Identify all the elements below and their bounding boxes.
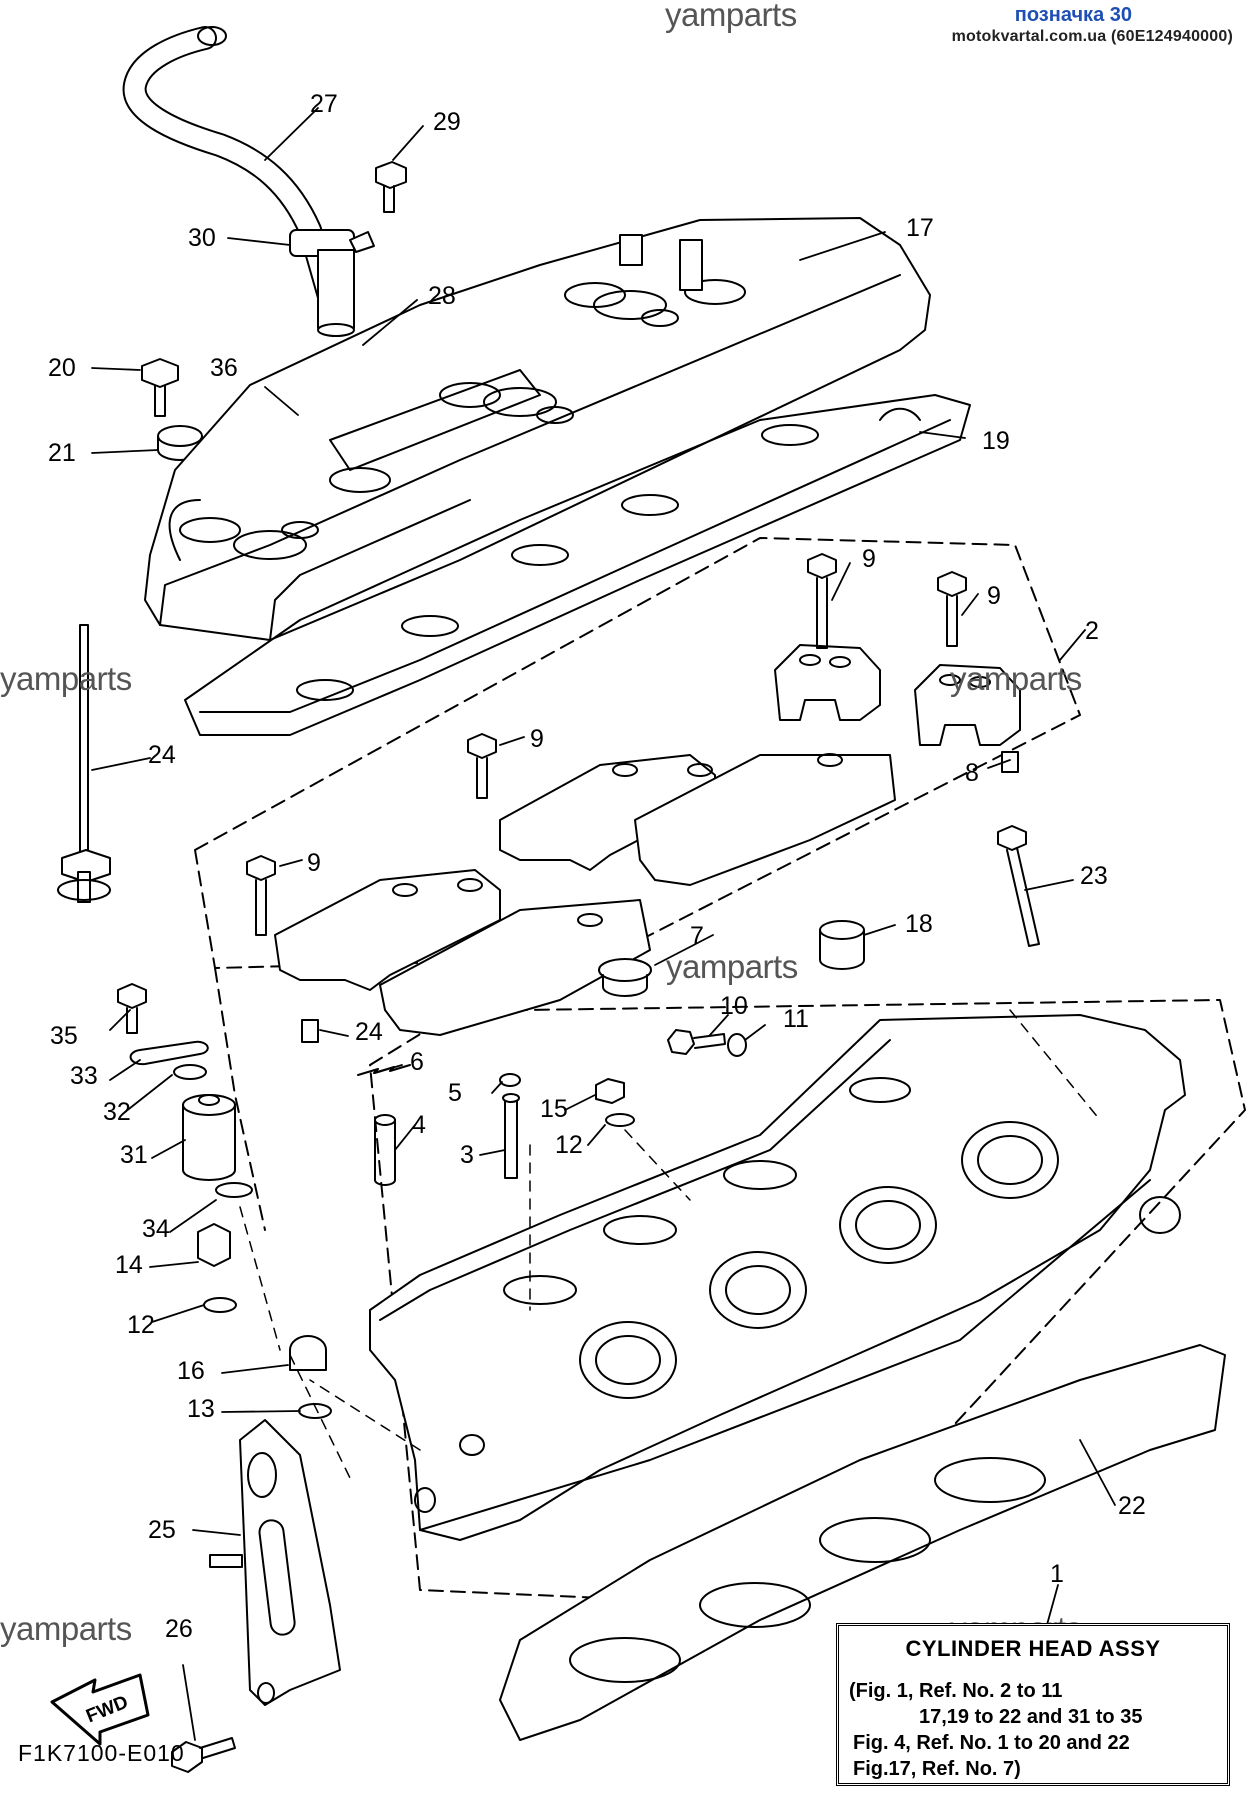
callout-label: 9 [987,582,1001,610]
callout-label: 23 [1080,862,1108,890]
bolt-20 [141,358,179,417]
gasket-32 [173,1064,207,1080]
callout-label: 4 [412,1111,426,1139]
callout-label: 18 [905,910,933,938]
info-box-line: 17,19 to 22 and 31 to 35 [919,1706,1143,1728]
callout-label: 21 [48,439,76,467]
plate-33 [129,1040,209,1066]
callout-label: 6 [410,1048,424,1076]
info-box-line: Fig.17, Ref. No. 7) [853,1758,1021,1780]
callout-label: 1 [1050,1560,1064,1588]
callout-label: 3 [460,1141,474,1169]
leader-lines [91,107,1116,1741]
callout-label: 14 [115,1251,143,1279]
callout-label: 33 [70,1062,98,1090]
fwd-arrow-icon [50,1673,150,1746]
callout-label: 9 [862,545,876,573]
bolt-10 [667,1029,726,1055]
callout-label: 26 [165,1615,193,1643]
o-ring-34 [215,1182,253,1198]
cylinder-head [369,1014,1186,1541]
watermark-bottom-left: yamparts [0,1610,132,1647]
header-source: motokvartal.com.ua (60E124940000) [951,28,1233,45]
callout-label: 19 [982,427,1010,455]
cable-tie [57,624,111,903]
camshaft-cap-upper-1 [774,644,881,721]
watermark-right: yamparts [950,660,1082,697]
callout-label: 2 [1085,617,1099,645]
breather-hose [122,26,375,337]
callout-labels: 27 29 17 30 28 20 36 19 21 9 2 9 24 9 8 … [48,90,1146,1643]
callout-label: 24 [355,1018,383,1046]
cylinder-head-cover [144,217,931,641]
watermark-middle: yamparts [666,948,798,985]
cover-plate-25 [209,1419,341,1706]
callout-label: 32 [103,1098,131,1126]
callout-label: 28 [428,282,456,310]
callout-label: 11 [783,1005,809,1033]
sleeve-31 [182,1094,236,1181]
figure-code: F1K7100-E010 [18,1740,185,1766]
dowel-8-b [301,1019,319,1043]
head-cover-gasket [184,394,971,736]
sleeve-18 [819,920,865,970]
cap-nut-16 [289,1335,327,1371]
bolt-23 [997,825,1040,947]
washer-12-b [203,1297,237,1313]
callout-label: 17 [906,214,934,242]
callout-label: 10 [720,992,748,1020]
guide-4 [374,1114,396,1186]
info-box-line: (Fig. 1, Ref. No. 2 to 11 [849,1680,1063,1702]
stud-3 [502,1093,520,1179]
assembly-info-box: CYLINDER HEAD ASSY (Fig. 1, Ref. No. 2 t… [836,1623,1230,1786]
camshaft-cap-lower [274,869,651,1036]
callout-label: 24 [148,741,176,769]
info-box-title: CYLINDER HEAD ASSY [905,1636,1161,1661]
callout-label: 9 [530,725,544,753]
header-diagram-mark: позначка 30 [1014,4,1132,26]
callout-label: 31 [120,1141,148,1169]
callout-label: 15 [540,1095,568,1123]
watermark-top: yamparts [665,0,797,33]
plug-7 [598,958,652,997]
info-box-line: Fig. 4, Ref. No. 1 to 20 and 22 [853,1732,1130,1754]
bolt-26 [171,1737,236,1773]
callout-label: 34 [142,1215,170,1243]
camshaft-cap-middle [499,753,896,886]
head-gasket [499,1344,1226,1741]
callout-label: 12 [555,1131,583,1159]
camshaft-cap-upper-2 [914,664,1021,746]
callout-label: 30 [188,224,216,252]
callout-label: 22 [1118,1492,1146,1520]
washer-11 [727,1033,747,1057]
callout-label: 5 [448,1079,462,1107]
callout-label: 27 [310,90,338,118]
watermark-left: yamparts [0,660,132,697]
callout-label: 9 [307,849,321,877]
callout-label: 8 [965,759,979,787]
callout-label: 13 [187,1395,215,1423]
callout-label: 36 [210,354,238,382]
o-ring-5 [499,1073,521,1087]
bolt-29 [375,161,407,213]
bolt-35 [117,983,147,1034]
nut-15 [595,1078,625,1104]
nut-14 [197,1223,231,1267]
washer-12-a [605,1113,635,1127]
callout-label: 35 [50,1022,78,1050]
callout-label: 12 [127,1311,155,1339]
callout-label: 7 [690,922,704,950]
callout-label: 29 [433,108,461,136]
bolt-9-group [246,553,967,936]
callout-label: 16 [177,1357,205,1385]
callout-label: 25 [148,1516,176,1544]
callout-label: 20 [48,354,76,382]
